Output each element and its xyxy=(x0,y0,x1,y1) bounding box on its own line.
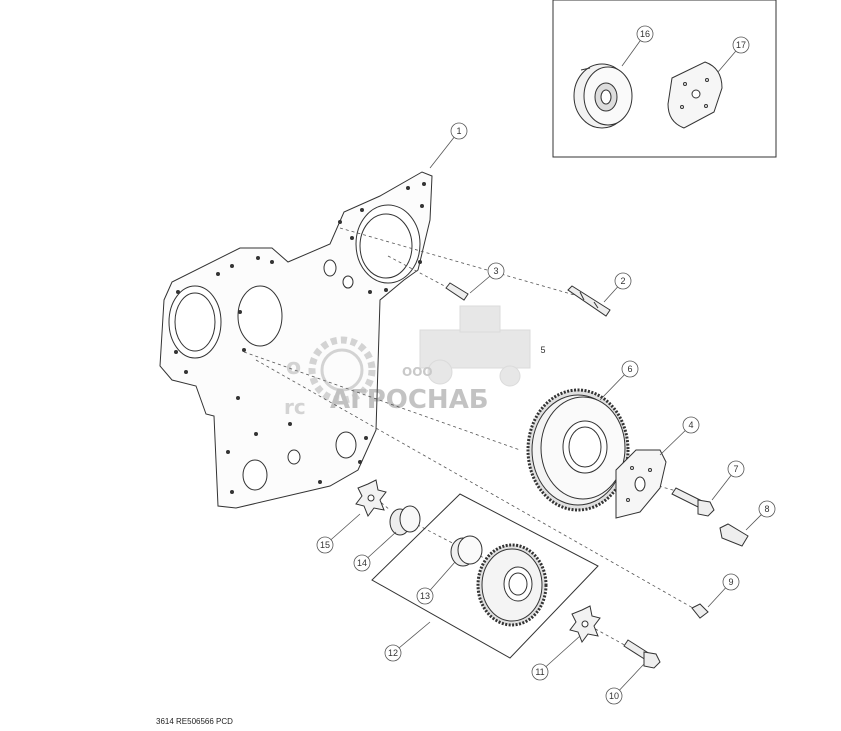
callout-circle xyxy=(531,663,549,681)
callout-16: 16 xyxy=(621,25,654,67)
callout-circle xyxy=(605,687,623,705)
callout-number: 10 xyxy=(609,691,619,701)
callout-circle xyxy=(732,36,750,54)
callout-number: 8 xyxy=(764,504,769,514)
callout-12: 12 xyxy=(384,621,431,662)
part-8-pin xyxy=(719,523,749,547)
callout-number: 12 xyxy=(388,648,398,658)
callout-8: 8 xyxy=(745,500,776,531)
callout-number: 16 xyxy=(640,29,650,39)
part-9-plug xyxy=(691,603,709,619)
callout-circle xyxy=(416,587,434,605)
callout-6: 6 xyxy=(599,360,639,401)
callout-number: 14 xyxy=(357,558,367,568)
callout-circle xyxy=(353,554,371,572)
callout-circle xyxy=(614,272,632,290)
callout-4: 4 xyxy=(659,416,700,456)
callout-10: 10 xyxy=(605,663,645,705)
callout-circle xyxy=(727,460,745,478)
callout-13: 13 xyxy=(416,561,456,605)
callout-11: 11 xyxy=(531,635,581,681)
part-17-plate xyxy=(667,61,723,129)
part-6-large-gear xyxy=(526,388,630,512)
watermark-partial-2: rc xyxy=(284,395,306,419)
callout-number: 2 xyxy=(620,276,625,286)
watermark: ООО АГРОСНАБ о rc xyxy=(284,305,531,419)
callout-1: 1 xyxy=(429,122,468,169)
callout-number: 3 xyxy=(493,266,498,276)
callout-circle xyxy=(722,573,740,591)
callout-circle xyxy=(636,25,654,43)
part-15-spider-washer xyxy=(355,479,387,518)
callout-number: 4 xyxy=(688,420,693,430)
watermark-partial-1: о xyxy=(286,355,301,380)
watermark-name: АГРОСНАБ xyxy=(330,385,489,415)
callout-17: 17 xyxy=(717,36,750,73)
callout-15: 15 xyxy=(316,513,361,554)
part-10-capscrew xyxy=(623,639,661,669)
part-11-spider-washer xyxy=(569,605,601,644)
part-7-capscrew xyxy=(671,487,715,517)
callout-number: 7 xyxy=(733,464,738,474)
leader-line xyxy=(539,635,581,673)
part-12-group-box xyxy=(371,493,599,659)
callout-number: 11 xyxy=(535,667,544,677)
callout-number: 15 xyxy=(320,540,330,550)
part-1-front-plate xyxy=(159,171,433,509)
inset-box xyxy=(552,0,777,158)
callout-circle xyxy=(487,262,505,280)
callout-circle xyxy=(450,122,468,140)
watermark-prefix: ООО xyxy=(402,365,433,379)
callout-2: 2 xyxy=(603,272,632,303)
part-4-thrust-washer xyxy=(615,449,667,519)
part-12-idler-gear xyxy=(476,543,548,627)
part-3-dowel xyxy=(445,282,469,301)
combine-harvester-icon xyxy=(419,305,531,387)
callout-number: 5 xyxy=(540,345,545,355)
callout-circle xyxy=(682,416,700,434)
callout-14: 14 xyxy=(353,531,397,572)
callout-number: 17 xyxy=(736,40,746,50)
callout-circle xyxy=(758,500,776,518)
callout-number: 9 xyxy=(728,577,733,587)
part-16-pulley xyxy=(573,63,633,129)
callout-circle xyxy=(621,360,639,378)
callout-number: 13 xyxy=(420,591,430,601)
part-2-stud xyxy=(567,285,611,317)
callout-circle xyxy=(384,644,402,662)
drawing-code: 3614 RE506566 PCD xyxy=(156,717,233,726)
assembly-lines xyxy=(243,227,701,649)
gear-logo-icon xyxy=(308,336,376,404)
callout-3: 3 xyxy=(469,262,505,294)
callout-circle xyxy=(316,536,334,554)
callout-9: 9 xyxy=(707,573,740,608)
part-13-bushing xyxy=(450,535,483,567)
callout-number: 1 xyxy=(456,126,461,136)
callout-7: 7 xyxy=(711,460,745,501)
callout-5: 5 xyxy=(540,345,545,355)
part-14-spacer xyxy=(389,505,421,536)
callout-number: 6 xyxy=(627,364,632,374)
